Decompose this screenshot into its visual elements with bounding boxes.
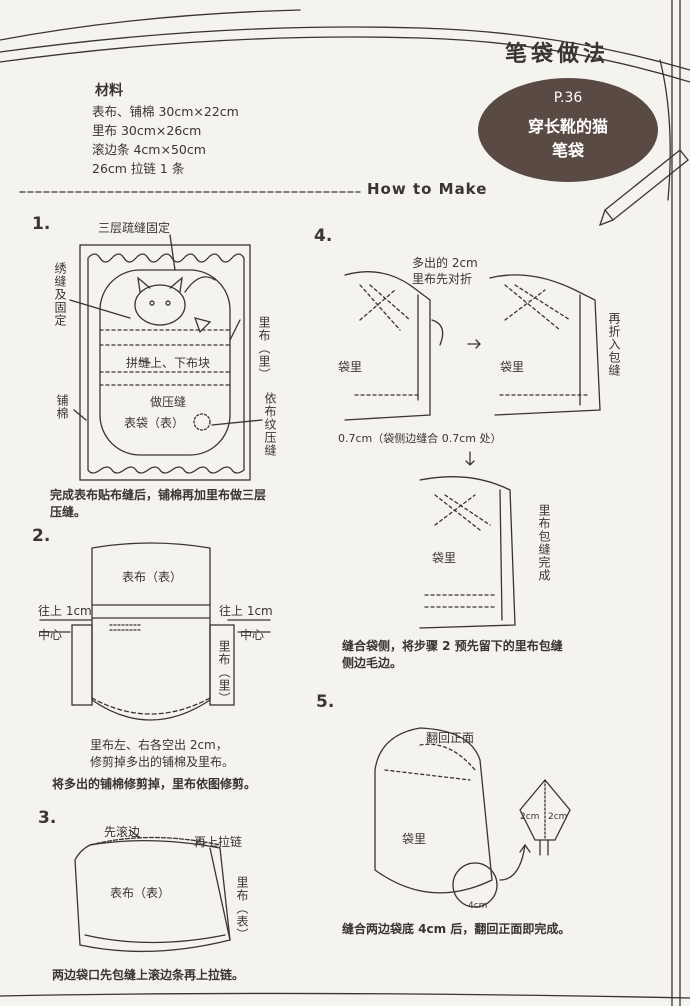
step4-label-inside-c: 袋里	[432, 551, 457, 565]
step5-label-turn: 翻回正面	[426, 731, 475, 745]
step5-label-4cm: 4cm	[468, 901, 488, 911]
step1-label-quilt: 依布纹压缝	[263, 392, 277, 457]
flower-icon	[193, 413, 211, 431]
border-swoosh-top-2	[0, 36, 690, 83]
step3-number: 3.	[38, 808, 57, 828]
step3-label-lining: 里布（表）	[235, 876, 249, 941]
material-item: 里布 30cm×26cm	[92, 123, 202, 138]
step1-label-baste: 三层疏缝固定	[98, 221, 171, 235]
pencil-icon	[604, 149, 689, 221]
step5-corner-detail	[519, 778, 571, 856]
page-badge	[478, 78, 658, 182]
step1-label-batting: 铺棉	[55, 394, 69, 420]
step5-number: 5.	[316, 692, 335, 712]
badge-title-line2: 笔袋	[551, 141, 584, 160]
step4-label-wrap-done: 里布包缝完成	[537, 504, 551, 582]
step4-label-extra-1: 多出的 2cm	[412, 256, 478, 270]
step2-caption-a: 里布左、右各空出 2cm，	[90, 738, 228, 752]
step4-fig-a	[344, 271, 444, 421]
step2-number: 2.	[32, 526, 51, 546]
step4-caption: 缝合袋侧，将步骤 2 预先留下的里布包缝	[342, 639, 563, 653]
step1-label-lining: 里布（里）	[257, 316, 271, 381]
step2-label-center-left: 中心	[38, 628, 63, 642]
step4-fig-c	[419, 476, 516, 629]
material-item: 26cm 拉链 1 条	[92, 161, 185, 176]
step1-label-outer: 表袋（表）	[124, 416, 185, 430]
step4-fig-b	[489, 274, 601, 416]
badge-title-line1: 穿长靴的猫	[527, 117, 608, 136]
step1-batting	[79, 244, 251, 481]
step4-label-seam: 0.7cm（袋侧边缝合 0.7cm 处）	[338, 432, 502, 445]
step2-label-center-right: 中心	[240, 628, 265, 642]
step3-label-zipper: 再上拉链	[194, 835, 243, 849]
step4-label-extra-2: 里布先对折	[412, 272, 473, 286]
border-swoosh-top	[0, 26, 690, 71]
materials-heading: 材料	[95, 83, 123, 99]
step2-label-up-left: 往上 1cm	[38, 604, 92, 618]
step1-caption-2: 压缝。	[50, 505, 87, 519]
step4-label-refold: 再折入包缝	[607, 312, 621, 377]
step2-lining-left	[71, 624, 93, 706]
step1-label-pressline: 做压缝	[150, 395, 187, 409]
step1-outer-panel	[99, 269, 231, 456]
step2-caption-b: 将多出的铺棉修剪掉，里布依图修剪。	[52, 777, 257, 791]
page-title: 笔袋做法	[505, 42, 610, 67]
step5-caption: 缝合两边袋底 4cm 后，翻回正面即完成。	[342, 922, 571, 936]
step3-caption: 两边袋口先包缝上滚边条再上拉链。	[52, 968, 245, 982]
step2-label-lining: 里布（里）	[217, 640, 231, 705]
step1-number: 1.	[32, 214, 51, 234]
material-item: 滚边条 4cm×50cm	[92, 142, 206, 157]
how-to-make-heading: How to Make	[367, 180, 488, 198]
step5-label-2cm-b: 2cm	[548, 812, 568, 822]
step3-label-outer: 表布（表）	[110, 886, 171, 900]
cat-icon	[134, 284, 186, 326]
step2-label-outer: 表布（表）	[122, 570, 183, 584]
step1-caption: 完成表布贴布缝后，铺棉再加里布做三层	[50, 488, 267, 502]
step3-label-binding: 先滚边	[104, 825, 141, 839]
step5-pouch	[374, 727, 531, 908]
step5-label-2cm-a: 2cm	[520, 812, 540, 822]
step3-pouch	[74, 840, 231, 953]
step4-caption-2: 侧边毛边。	[342, 656, 403, 670]
step2-caption-a2: 修剪掉多出的铺棉及里布。	[90, 755, 235, 769]
material-item: 表布、铺棉 30cm×22cm	[92, 104, 239, 119]
step4-number: 4.	[314, 226, 333, 246]
step5-label-inside: 袋里	[402, 832, 427, 846]
step4-label-inside-b: 袋里	[500, 360, 525, 374]
step1-label-embroider: 绣缝及固定	[53, 262, 67, 327]
badge-page-ref: P.36	[553, 90, 583, 106]
step4-label-inside-a: 袋里	[338, 360, 363, 374]
materials-list: 表布、铺棉 30cm×22cm 里布 30cm×26cm 滚边条 4cm×50c…	[92, 102, 239, 178]
step1-label-sew-blocks: 拼缝上、下布块	[126, 356, 211, 370]
step2-label-up-right: 往上 1cm	[219, 604, 273, 618]
